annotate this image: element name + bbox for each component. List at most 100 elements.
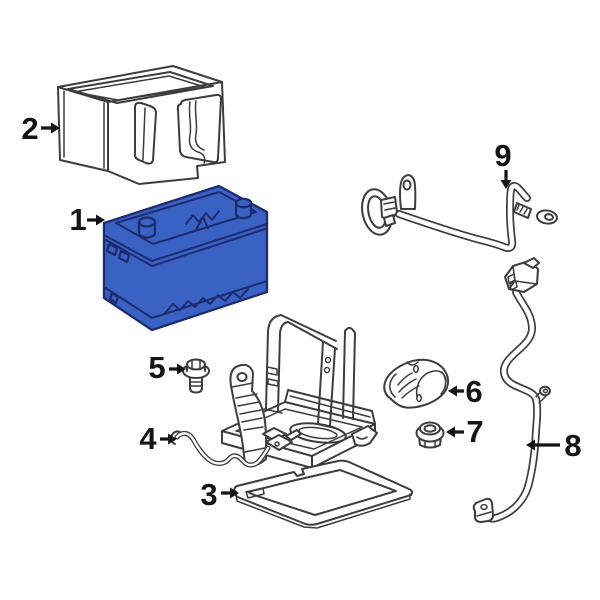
- battery-bottom-zigzag: [164, 288, 249, 314]
- shield-slot-top: [413, 364, 419, 374]
- callouts-layer: 1 2 3 4 5 6 7 8 9: [21, 111, 581, 512]
- callout-5-label: 5: [148, 350, 165, 385]
- shield-top-notch: [406, 361, 419, 366]
- battery-terminal-left-top: [137, 216, 157, 228]
- part-8-battery-cable: [472, 257, 551, 523]
- support-strap-left: [265, 314, 289, 412]
- part-3-tray-pan: [233, 459, 414, 529]
- cable-end-line: [476, 511, 492, 517]
- bolt-head-facets: [191, 360, 201, 370]
- part-2-battery-cover: [57, 65, 226, 185]
- shield-inner-circle: [415, 370, 447, 398]
- cable-end-terminal: [472, 497, 494, 523]
- part-4-sensor-wire: [170, 427, 302, 468]
- callout-7-label: 7: [466, 414, 483, 449]
- cable-core: [482, 289, 540, 521]
- callout-6-arrow: [448, 385, 464, 397]
- callout-6-label: 6: [465, 374, 482, 409]
- strap-ring-terminal: [536, 209, 558, 225]
- battery-side-tab-a: [105, 242, 119, 257]
- part-1-battery: [102, 184, 269, 332]
- strap-bracket-hole: [402, 179, 412, 191]
- sensor-wire-hook: [170, 430, 181, 445]
- bolt-shank: [189, 374, 203, 394]
- nut-hole: [423, 424, 437, 433]
- support-strap-hole-a: [324, 356, 332, 364]
- pan-inner-rim: [247, 469, 397, 516]
- support-strap-feet: [263, 408, 335, 429]
- support-strap-rail: [280, 314, 338, 350]
- cable-end-hole: [480, 503, 488, 511]
- cable-ring-tab: [539, 385, 551, 397]
- part-9-ground-strap: [361, 174, 558, 252]
- cable-connector-tab: [523, 257, 540, 269]
- support-tower-hole: [236, 372, 248, 382]
- support-foot-arc: [356, 436, 368, 440]
- cover-opening-lip: [73, 75, 206, 101]
- support-strap-right: [317, 341, 336, 427]
- nut-skirt-facets: [424, 441, 436, 449]
- battery-support-bracket: [221, 314, 378, 469]
- battery-fill-group: [102, 184, 269, 332]
- battery-bottom-band: [103, 280, 268, 319]
- support-tower-base-line: [244, 447, 266, 453]
- battery-case-top-line: [105, 228, 266, 267]
- strap-crimp-hatch: [516, 204, 528, 215]
- support-strap-hole-b: [323, 366, 331, 374]
- callout-1-label: 1: [69, 202, 86, 237]
- cover-slot-inner-line: [142, 107, 146, 161]
- cover-recess-channel: [188, 101, 206, 164]
- support-strap-slots: [266, 366, 279, 387]
- support-rear-wall-line: [289, 395, 371, 418]
- bolt-threads: [189, 381, 203, 387]
- battery-bottom-tab: [108, 291, 120, 305]
- cover-opening-rim: [67, 71, 214, 104]
- support-tower-ribs: [235, 393, 264, 431]
- battery-lid-rim: [103, 223, 268, 262]
- callout-5-arrow: [169, 363, 186, 375]
- support-tower: [229, 363, 268, 467]
- sensor-wire-core: [175, 432, 270, 467]
- strap-clamp-lines: [383, 201, 396, 211]
- callout-1-arrow: [87, 214, 105, 226]
- cable-connector-pins: [507, 273, 518, 291]
- sensor-detail-hole: [274, 441, 280, 447]
- shield-slot-bottom: [416, 393, 422, 403]
- cover-recess: [176, 93, 222, 164]
- strap-ring-hole: [544, 213, 554, 221]
- callout-3-label: 3: [200, 477, 217, 512]
- battery-terminal-right-top: [234, 197, 253, 209]
- callout-8-arrow: [526, 439, 560, 451]
- line-art-layer: [57, 65, 558, 529]
- callout-8-label: 8: [564, 428, 581, 463]
- callout-9-label: 9: [494, 138, 511, 173]
- nut-top: [419, 421, 441, 436]
- callout-4-arrow: [160, 433, 177, 445]
- sensor-arm: [285, 429, 302, 441]
- bolt-head-top: [186, 358, 206, 371]
- pan-left-slot: [245, 487, 265, 499]
- callout-4-label: 4: [139, 421, 157, 456]
- battery-side-tab-b: [117, 249, 131, 264]
- support-tower-plate: [231, 382, 254, 388]
- callout-3-arrow: [221, 487, 239, 499]
- strap-clamp-foot: [383, 214, 396, 227]
- callout-2-label: 2: [21, 111, 38, 146]
- callout-9-arrow: [500, 170, 512, 189]
- nut-skirt: [418, 436, 442, 449]
- cover-outline: [57, 65, 226, 185]
- part-7-nut: [415, 421, 445, 449]
- part-6-terminal-shield: [383, 358, 450, 409]
- callout-7-arrow: [446, 426, 464, 438]
- part-5-bolt: [182, 358, 210, 394]
- support-oval-slot-inner: [298, 426, 338, 440]
- shield-outline: [383, 358, 450, 409]
- cover-recess-channel-echo: [194, 100, 205, 151]
- cover-slot: [133, 101, 157, 165]
- support-foot-pad: [351, 425, 378, 447]
- pan-outline: [233, 459, 414, 526]
- battery-lid-notch: [195, 216, 209, 231]
- support-rear-wall: [284, 389, 376, 425]
